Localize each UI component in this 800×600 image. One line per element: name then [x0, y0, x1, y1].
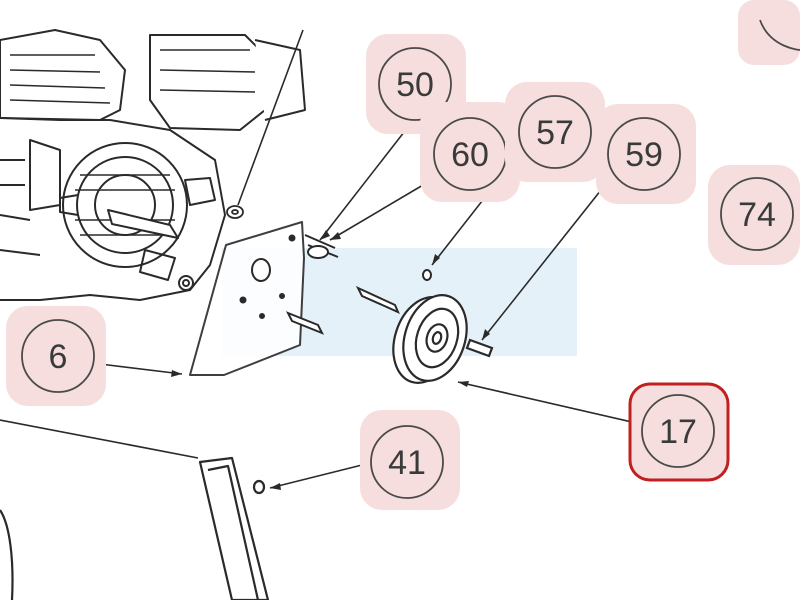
- callout-partial: [738, 0, 800, 65]
- callout-17[interactable]: 17: [628, 382, 730, 482]
- callout-60-label: 60: [451, 136, 489, 174]
- callout-17-label: 17: [659, 413, 697, 451]
- callout-50-label: 50: [396, 66, 434, 104]
- callout-59[interactable]: 59: [596, 104, 696, 204]
- bolt-icon: [226, 205, 244, 219]
- callout-74[interactable]: 74: [708, 165, 800, 265]
- callout-74-label: 74: [738, 196, 776, 234]
- leader-arrowheads: [171, 230, 490, 490]
- pulley-icon: [392, 294, 494, 384]
- callout-57-label: 57: [536, 114, 574, 152]
- pin-icon: [285, 234, 432, 335]
- callout-41-label: 41: [388, 444, 426, 482]
- selection-highlight: [628, 382, 730, 482]
- mounting-plate-icon: [189, 221, 305, 376]
- callout-6[interactable]: 6: [6, 306, 106, 406]
- bracket-icon: [0, 456, 270, 600]
- callout-59-label: 59: [625, 136, 663, 174]
- callout-41[interactable]: 41: [360, 410, 460, 510]
- callout-6-label: 6: [49, 338, 68, 376]
- callout-57[interactable]: 57: [505, 82, 605, 182]
- callout-60[interactable]: 60: [420, 102, 520, 202]
